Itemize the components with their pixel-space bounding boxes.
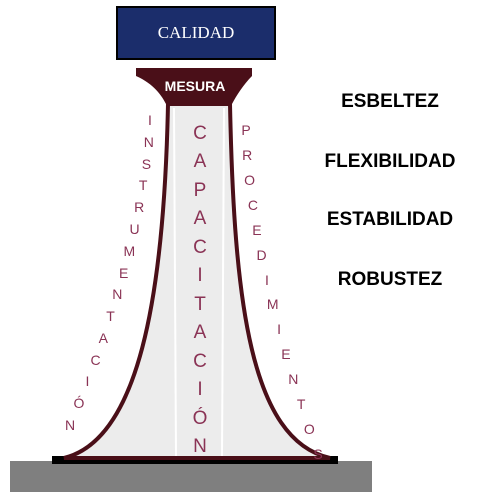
procedimientos-letter: M <box>266 296 279 313</box>
instrumentacion-letter: U <box>129 220 140 237</box>
procedimientos-letter: D <box>256 246 267 263</box>
property-flexibilidad: FLEXIBILIDAD <box>324 151 456 172</box>
capacitacion-letter: T <box>194 293 206 315</box>
instrumentacion-letter: N <box>64 417 76 433</box>
procedimientos-letter: R <box>242 146 253 163</box>
instrumentacion-letter: I <box>148 112 152 128</box>
property-esbeltez: ESBELTEZ <box>341 91 439 112</box>
property-estabilidad: ESTABILIDAD <box>326 209 454 230</box>
procedimientos-letter: O <box>303 421 315 438</box>
instrumentacion-letter: S <box>141 155 152 172</box>
capacitacion-letter: N <box>193 436 207 457</box>
procedimientos-letter: E <box>252 221 262 238</box>
mesura-label: MESURA <box>164 78 226 94</box>
capacitacion-letter: A <box>193 208 207 230</box>
column-inner-left-edge <box>173 107 177 457</box>
instrumentacion-letter: Ó <box>73 395 85 412</box>
capacitacion-letter: I <box>197 379 203 401</box>
instrumentacion-letter: A <box>98 329 108 346</box>
procedimientos-letter: P <box>241 122 251 138</box>
capacitacion-letter: C <box>193 236 207 258</box>
procedimientos-letter: T <box>296 396 306 413</box>
procedimientos-letter: O <box>244 171 256 188</box>
procedimientos-letter: C <box>247 196 258 213</box>
instrumentacion-letter: T <box>138 177 148 194</box>
procedimientos-letter: S <box>313 446 323 462</box>
capacitacion-letter: Ó <box>192 407 208 429</box>
capacitacion-letter: I <box>197 265 203 287</box>
instrumentacion-letter: I <box>85 373 90 390</box>
capacitacion-letter: P <box>193 179 207 201</box>
property-robustez: ROBUSTEZ <box>337 269 443 290</box>
column-shaft <box>63 102 331 460</box>
capacitacion-letter: C <box>193 123 207 144</box>
instrumentacion-letter: R <box>134 199 145 216</box>
procedimientos-letter: N <box>288 371 299 388</box>
ground-slab <box>10 461 372 492</box>
procedimientos-letter: I <box>277 321 282 338</box>
instrumentacion-letter: E <box>118 264 129 281</box>
capacitacion-letter: A <box>193 322 207 344</box>
capacitacion-letter: C <box>193 350 207 372</box>
instrumentacion-letter: T <box>106 308 115 325</box>
instrumentacion-letter: N <box>112 286 123 303</box>
calidad-box: CALIDAD <box>116 6 276 60</box>
instrumentacion-letter: C <box>90 351 101 368</box>
capacitacion-letter: A <box>193 151 207 173</box>
instrumentacion-letter: N <box>143 133 154 150</box>
procedimientos-letter: E <box>281 346 291 363</box>
column-inner-right-edge <box>221 107 225 457</box>
instrumentacion-letter: M <box>123 242 136 259</box>
capital-shape <box>136 68 252 104</box>
calidad-label: CALIDAD <box>157 23 235 42</box>
procedimientos-letter: I <box>264 271 269 288</box>
